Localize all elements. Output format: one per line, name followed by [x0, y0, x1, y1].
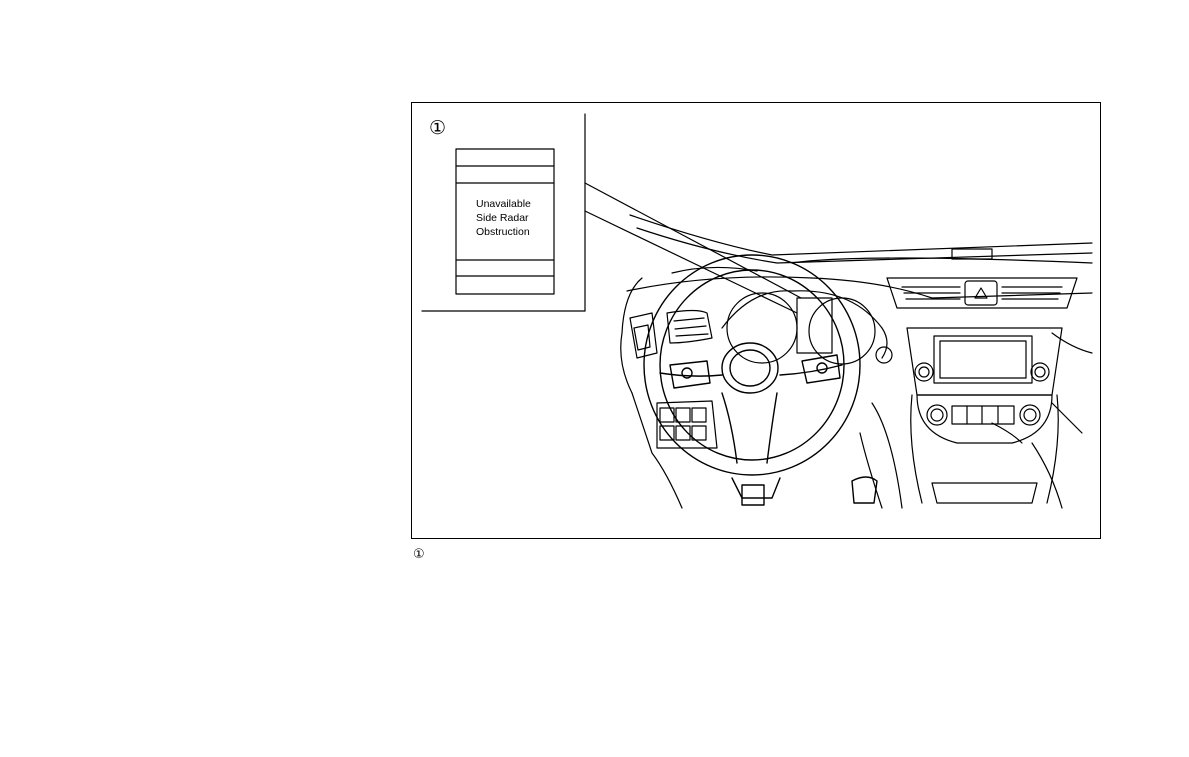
display-message-line-3: Obstruction: [476, 227, 530, 238]
callout-marker-1: ①: [429, 119, 446, 138]
lower-dashboard: [632, 393, 902, 508]
dashboard-illustration: [412, 103, 1102, 540]
left-switch-panel: [657, 401, 717, 448]
display-message-line-2: Side Radar: [476, 213, 529, 224]
caption-marker-1: ①: [413, 547, 425, 562]
display-message-line-1: Unavailable: [476, 199, 531, 210]
figure-caption: ①: [413, 548, 425, 561]
dashboard-outline: [621, 215, 1092, 508]
illustration-frame: ①: [411, 102, 1101, 539]
center-console: [907, 328, 1062, 503]
instrument-cluster: [722, 291, 892, 364]
